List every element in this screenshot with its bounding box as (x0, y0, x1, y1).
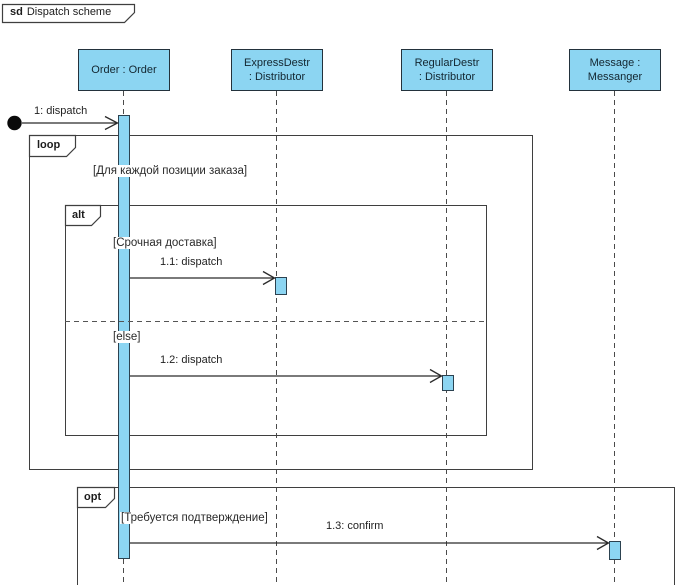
loop-guard-label: [Для каждой позиции заказа] (92, 165, 249, 177)
message-1-arrowhead (104, 115, 119, 131)
loop-operator-label: loop (37, 139, 61, 151)
message-1-2-label: 1.2: dispatch (159, 354, 224, 366)
opt-operator-label: opt (84, 491, 102, 503)
alt-fragment-frame (65, 205, 487, 436)
lifeline-header-message: Message : Messanger (569, 49, 661, 91)
activation-express (275, 277, 287, 295)
message-1-label: 1: dispatch (33, 105, 89, 117)
lifeline-header-regular: RegularDestr : Distributor (401, 49, 493, 91)
loop-fragment-frame (29, 135, 533, 470)
lifeline-header-order: Order : Order (78, 49, 170, 91)
opt-guard-label: [Требуется подтверждение] (120, 512, 269, 524)
diagram-kind-label: sd (10, 6, 23, 18)
opt-fragment-frame (77, 487, 675, 585)
activation-regular (442, 375, 454, 391)
activation-message (609, 541, 621, 560)
lifeline-express (276, 91, 277, 585)
found-message-circle (7, 115, 22, 131)
message-1-3-label: 1.3: confirm (325, 520, 385, 532)
alt-operator-label: alt (72, 209, 85, 221)
message-1-1-label: 1.1: dispatch (159, 256, 224, 268)
alt-guard-else-label: [else] (112, 331, 142, 343)
lifeline-regular (446, 91, 447, 585)
lifeline-message (614, 91, 615, 585)
alt-guard-urgent-label: [Срочная доставка] (112, 237, 218, 249)
lifeline-header-express: ExpressDestr : Distributor (231, 49, 323, 91)
diagram-title: Dispatch scheme (26, 6, 112, 18)
